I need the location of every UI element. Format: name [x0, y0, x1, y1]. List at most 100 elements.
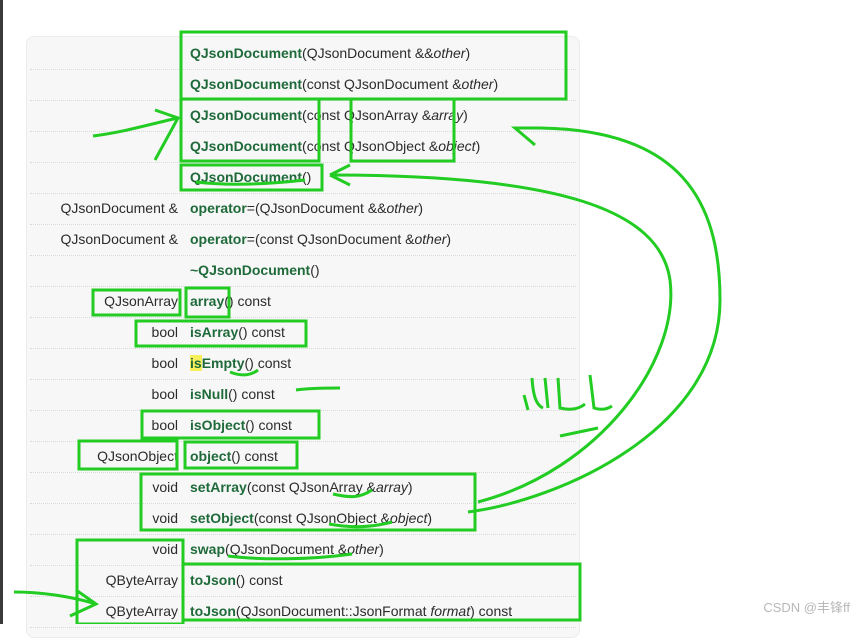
return-type: void — [152, 541, 178, 557]
parameter-name: array — [431, 107, 464, 123]
function-name-link[interactable]: toJson — [190, 603, 236, 619]
parameter-name: other — [433, 45, 466, 61]
function-signature: isNull() const — [190, 379, 275, 410]
table-row: QJsonDocument(const QJsonDocument &other… — [30, 69, 576, 101]
table-row: QByteArray toJson(QJsonDocument::JsonForm… — [30, 596, 576, 628]
return-type: bool — [151, 355, 178, 371]
return-type: bool — [151, 386, 178, 402]
table-row: bool isEmpty() const — [30, 348, 576, 380]
function-name-link[interactable]: isObject — [190, 417, 246, 433]
parameter-type: QJsonDocument::JsonFormat — [240, 603, 431, 619]
signature-text: () const — [231, 448, 278, 464]
function-signature: isEmpty() const — [190, 348, 291, 379]
table-row: void setArray(const QJsonArray &array) — [30, 472, 576, 504]
function-name-link[interactable]: QJsonDocument — [190, 76, 303, 92]
parameter-name: array — [376, 479, 408, 495]
return-type: void — [152, 479, 178, 495]
table-row: QJsonDocument & operator=(QJsonDocument &… — [30, 193, 576, 225]
function-name-link[interactable]: QJsonDocument — [190, 169, 303, 185]
table-row: QJsonDocument() — [30, 162, 576, 194]
return-type: QJsonDocument & — [60, 200, 179, 216]
function-signature: QJsonDocument() — [190, 162, 311, 193]
function-name-link[interactable]: setArray — [190, 479, 247, 495]
function-name-link[interactable]: isArray — [190, 324, 239, 340]
table-row: QJsonDocument & operator=(const QJsonDocu… — [30, 224, 576, 256]
function-signature: setArray(const QJsonArray &array) — [190, 472, 413, 503]
function-signature: QJsonDocument(const QJsonObject &object) — [190, 131, 480, 162]
return-type: QByteArray — [105, 572, 178, 588]
function-name-link[interactable]: isNull — [190, 386, 229, 402]
function-name-link[interactable]: object — [190, 448, 232, 464]
table-row: bool isNull() const — [30, 379, 576, 411]
signature-text: ( — [225, 541, 230, 557]
function-name-link[interactable]: QJsonDocument — [190, 138, 303, 154]
return-type: QJsonObject — [97, 448, 178, 464]
table-row: void swap(QJsonDocument &other) — [30, 534, 576, 566]
function-signature: QJsonDocument(const QJsonDocument &other… — [190, 69, 498, 100]
signature-text: () const — [224, 293, 271, 309]
left-divider — [0, 0, 3, 624]
signature-text: ) — [463, 107, 468, 123]
parameter-name: other — [461, 76, 494, 92]
signature-text: =( — [246, 200, 260, 216]
return-type: bool — [151, 324, 178, 340]
table-row: ~QJsonDocument() — [30, 255, 576, 287]
function-name-link[interactable]: swap — [190, 541, 226, 557]
parameter-name: format — [430, 603, 471, 619]
function-name-link[interactable]: QJsonDocument — [190, 45, 303, 61]
csdn-watermark: CSDN @丰锋ff — [763, 600, 850, 615]
signature-text: ) — [446, 231, 452, 247]
signature-text: () const — [235, 572, 283, 588]
return-type: QJsonArray — [104, 293, 178, 309]
parameter-type: const QJsonDocument & — [259, 231, 415, 247]
parameter-type: QJsonDocument && — [259, 200, 387, 216]
function-signature: setObject(const QJsonObject &object) — [190, 503, 432, 534]
function-signature: isArray() const — [190, 317, 285, 348]
parameter-type: const QJsonObject & — [258, 510, 390, 526]
parameter-name: object — [390, 510, 428, 526]
signature-text: ) — [418, 200, 424, 216]
return-type: void — [152, 510, 178, 526]
function-name-link[interactable]: isEmpty — [190, 355, 245, 371]
function-signature: operator=(const QJsonDocument &other) — [190, 224, 451, 255]
function-signature: QJsonDocument(const QJsonArray &array) — [190, 100, 468, 131]
function-name-link[interactable]: array — [190, 293, 225, 309]
table-row: void setObject(const QJsonObject &object) — [30, 503, 576, 535]
function-name-link[interactable]: operator — [190, 231, 247, 247]
function-signature: object() const — [190, 441, 278, 472]
function-signature: array() const — [190, 286, 271, 317]
signature-text: () const — [238, 324, 285, 340]
function-name-link[interactable]: toJson — [190, 572, 236, 588]
function-name-link[interactable]: ~QJsonDocument — [190, 262, 311, 278]
return-type: QJsonDocument & — [60, 231, 179, 247]
signature-text: ) — [475, 138, 481, 154]
table-row: QJsonObject object() const — [30, 441, 576, 473]
function-name-link[interactable]: operator — [190, 200, 247, 216]
parameter-type: QJsonDocument & — [229, 541, 348, 557]
function-name-link[interactable]: setObject — [190, 510, 254, 526]
function-signature: toJson() const — [190, 565, 283, 596]
signature-text: () const — [228, 386, 275, 402]
signature-text: () const — [245, 417, 292, 433]
parameter-type: const QJsonDocument & — [306, 76, 462, 92]
function-name-link[interactable]: QJsonDocument — [190, 107, 303, 123]
signature-text: ) — [465, 45, 471, 61]
signature-text: ) — [379, 541, 384, 557]
function-signature: isObject() const — [190, 410, 292, 441]
signature-text: ) — [427, 510, 433, 526]
parameter-name: object — [438, 138, 476, 154]
table-row: QJsonDocument(QJsonDocument &&other) — [30, 38, 576, 70]
return-type: QByteArray — [105, 603, 178, 619]
table-row: QJsonDocument(const QJsonObject &object) — [30, 131, 576, 163]
function-signature: toJson(QJsonDocument::JsonFormat format)… — [190, 596, 512, 627]
function-signature: swap(QJsonDocument &other) — [190, 534, 384, 565]
parameter-name: other — [414, 231, 447, 247]
table-row: bool isArray() const — [30, 317, 576, 349]
parameter-type: const QJsonArray & — [306, 107, 432, 123]
parameter-name: other — [386, 200, 419, 216]
signature-text: ) const — [470, 603, 513, 619]
function-signature: ~QJsonDocument() — [190, 255, 320, 286]
function-signature: QJsonDocument(QJsonDocument &&other) — [190, 38, 470, 69]
table-row: QByteArray toJson() const — [30, 565, 576, 597]
